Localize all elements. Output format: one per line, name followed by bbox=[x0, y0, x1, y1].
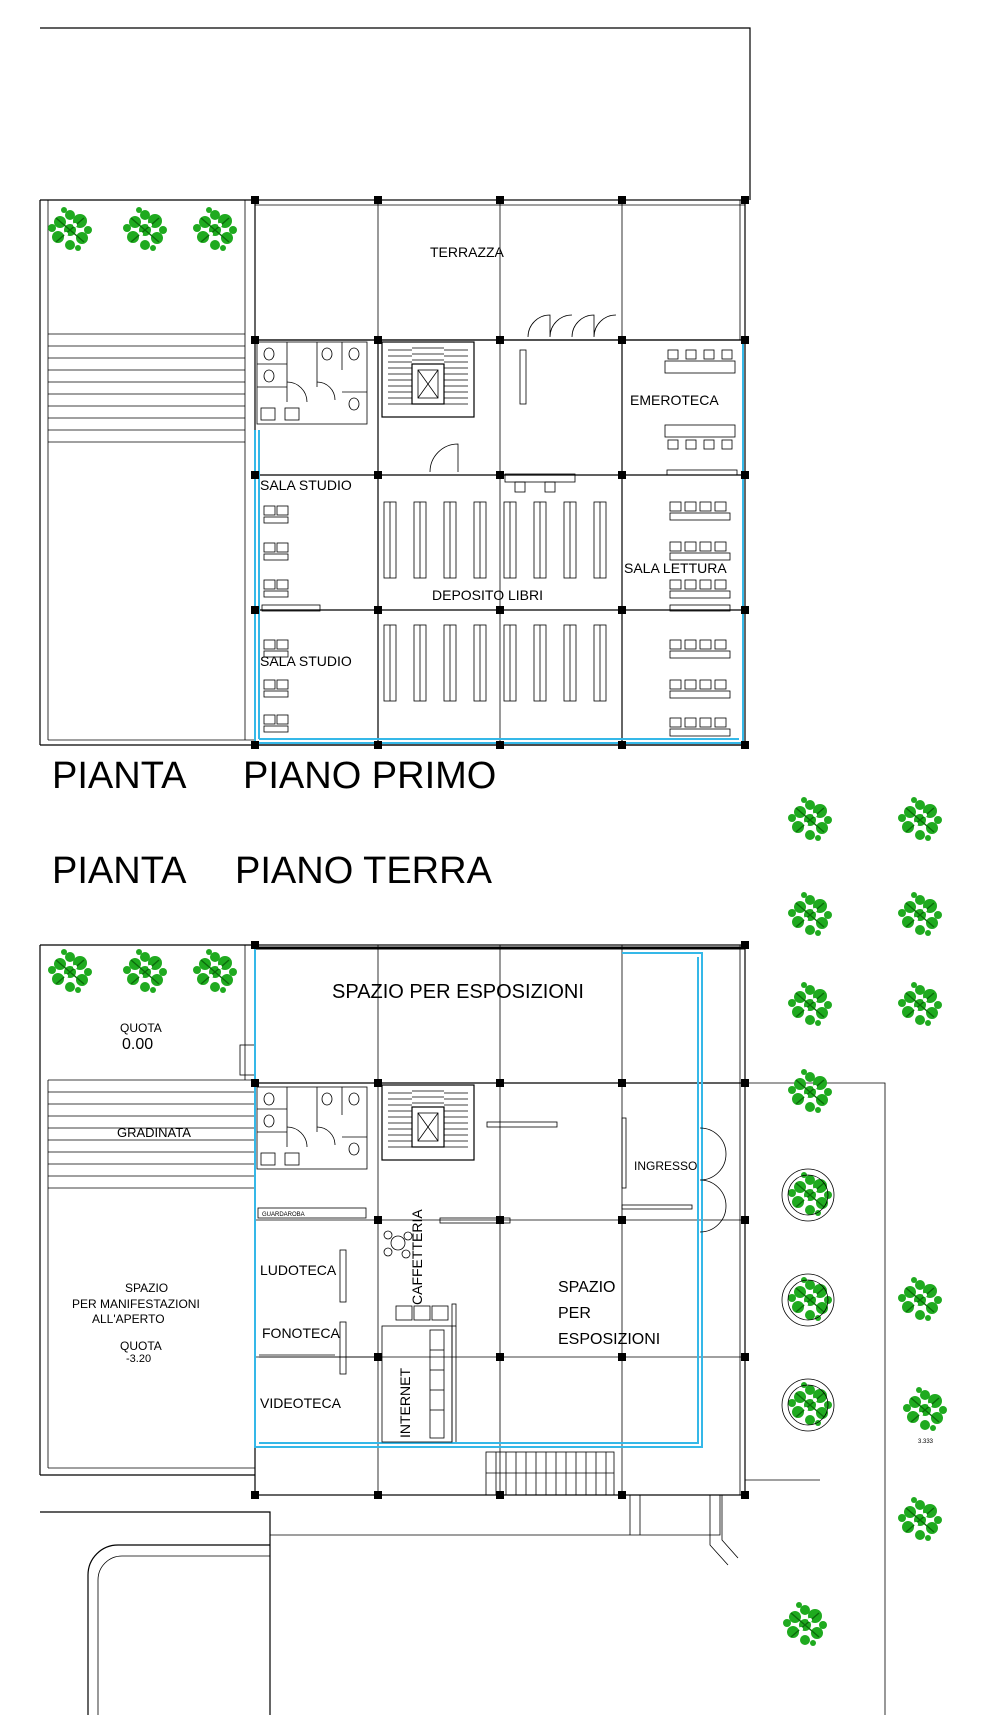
room-spazio-esposizioni-top: SPAZIO PER ESPOSIZIONI bbox=[332, 981, 584, 1003]
tree-icon bbox=[122, 206, 168, 252]
tree-level-mark: 3.333 bbox=[918, 1439, 934, 1445]
ground-floor-exit-steps bbox=[485, 1451, 615, 1496]
first-floor-title-word2: PIANO PRIMO bbox=[243, 755, 496, 797]
tree-icon bbox=[787, 1068, 833, 1114]
room-gradinata: GRADINATA bbox=[117, 1125, 191, 1140]
outdoor-space-line2: PER MANIFESTAZIONI bbox=[72, 1297, 200, 1311]
quota-label: QUOTA bbox=[120, 1021, 162, 1035]
room-internet: INTERNET bbox=[397, 1368, 413, 1438]
room-fonoteca: FONOTECA bbox=[262, 1325, 340, 1341]
room-sala-studio-2: SALA STUDIO bbox=[260, 653, 352, 669]
room-ludoteca: LUDOTECA bbox=[260, 1262, 337, 1278]
room-videoteca: VIDEOTECA bbox=[260, 1395, 342, 1411]
ground-floor-plan: SPAZIO PER ESPOSIZIONI QUOTA 0.00 GRADIN… bbox=[39, 796, 948, 1715]
sala-studio-desks bbox=[263, 505, 289, 733]
ground-floor-title-word2: PIANO TERRA bbox=[235, 850, 493, 892]
tree-icon bbox=[122, 948, 168, 994]
tree-icon bbox=[782, 1601, 828, 1647]
tree-icon bbox=[897, 1496, 943, 1542]
room-caffetteria: CAFFETTERIA bbox=[409, 1209, 425, 1305]
tree-icon bbox=[47, 948, 93, 994]
first-floor-plan: TERRAZZA EMEROTECA SALA STUDIO SALA STUD… bbox=[39, 27, 751, 749]
tree-icon bbox=[897, 1276, 943, 1322]
tree-icon bbox=[787, 796, 833, 842]
room-spazio-esposizioni-right-line1: SPAZIO bbox=[558, 1279, 616, 1296]
tree-icon bbox=[192, 948, 238, 994]
quota-value: 0.00 bbox=[122, 1036, 153, 1053]
first-floor-title-word1: PIANTA bbox=[52, 755, 187, 797]
tree-icon bbox=[897, 796, 943, 842]
tree-icon bbox=[902, 1386, 948, 1432]
room-ingresso: INGRESSO bbox=[634, 1159, 697, 1173]
tree-icon bbox=[897, 981, 943, 1027]
outdoor-quota-label: QUOTA bbox=[120, 1339, 162, 1353]
tree-icon bbox=[787, 981, 833, 1027]
first-floor-steps bbox=[48, 333, 245, 443]
room-sala-studio-1: SALA STUDIO bbox=[260, 477, 352, 493]
outdoor-space-line3: ALL'APERTO bbox=[92, 1312, 165, 1326]
caffetteria-furniture bbox=[383, 1230, 457, 1327]
room-spazio-esposizioni-right-line3: ESPOSIZIONI bbox=[558, 1331, 660, 1348]
emeroteca-tables bbox=[664, 349, 736, 450]
room-terrazza: TERRAZZA bbox=[430, 244, 505, 260]
sala-lettura-desks bbox=[669, 501, 731, 737]
outdoor-space-line1: SPAZIO bbox=[125, 1281, 168, 1295]
tree-icon bbox=[897, 891, 943, 937]
tree-pit-circles bbox=[781, 1168, 835, 1432]
room-spazio-esposizioni-right-line2: PER bbox=[558, 1305, 591, 1322]
tree-icon bbox=[192, 206, 238, 252]
room-deposito-libri: DEPOSITO LIBRI bbox=[432, 587, 543, 603]
outdoor-quota-value: -3.20 bbox=[126, 1353, 151, 1365]
room-emeroteca: EMEROTECA bbox=[630, 392, 719, 408]
tree-icon bbox=[787, 891, 833, 937]
gradinata-steps bbox=[48, 1091, 255, 1189]
tree-icon bbox=[47, 206, 93, 252]
ground-floor-title-word1: PIANTA bbox=[52, 850, 187, 892]
room-guardaroba: GUARDAROBA bbox=[262, 1212, 305, 1218]
room-sala-lettura: SALA LETTURA bbox=[624, 560, 727, 576]
